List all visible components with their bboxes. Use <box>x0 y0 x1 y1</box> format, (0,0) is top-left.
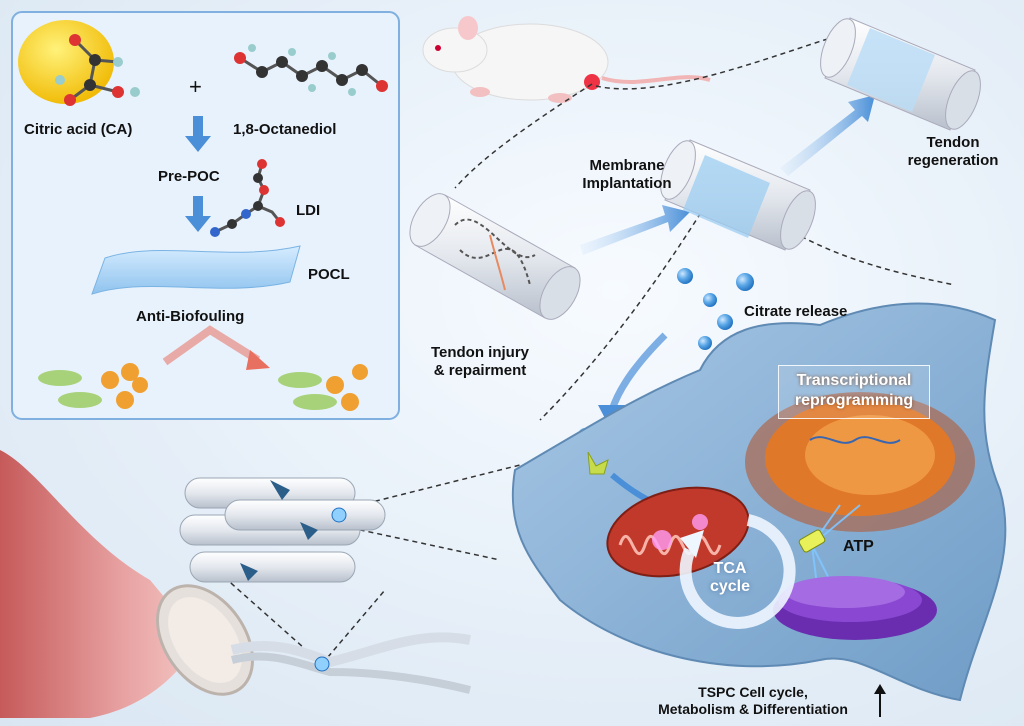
down-arrow-icon <box>185 116 211 232</box>
tca-cycle-arrow-icon <box>679 514 796 629</box>
citrate-release-label: Citrate release <box>744 303 848 320</box>
octanediol-molecule-icon <box>234 44 388 96</box>
synthesis-panel <box>11 11 400 420</box>
implanted-cylinder-icon <box>660 139 816 251</box>
citric-acid-label: Citric acid (CA) <box>24 121 133 138</box>
pocl-membrane-icon <box>91 245 301 295</box>
nucleus-icon <box>745 392 975 532</box>
tspc-outcome-label: TSPC Cell cycle, Metabolism & Differenti… <box>658 684 848 717</box>
ldi-label: LDI <box>296 202 321 219</box>
upregulation-arrow-icon <box>874 684 886 717</box>
membrane-implantation-label: Membrane Implantation <box>582 157 672 192</box>
anti-biofouling-arrow-icon <box>162 325 270 370</box>
anti-biofouling-label: Anti-Biofouling <box>136 308 245 325</box>
ldi-molecule-icon <box>210 159 285 237</box>
transcriptional-reprogramming-label: Transcriptional reprogramming <box>794 372 914 409</box>
tendon-regeneration-label: Tendon regeneration <box>907 134 999 169</box>
tca-cycle-label: TCA cycle <box>709 560 751 595</box>
atp-label: ATP <box>843 538 874 555</box>
rat-icon <box>422 16 711 103</box>
injured-tendon-cylinder-icon <box>409 193 581 320</box>
octanediol-label: 1,8-Octanediol <box>233 121 337 138</box>
tendon-injury-label: Tendon injury & repairment <box>430 344 530 379</box>
golgi-icon <box>773 576 937 640</box>
citric-acid-molecule-icon <box>55 34 140 106</box>
workflow-arrow-icon <box>580 95 875 255</box>
transcriptional-reprogramming-box: Transcriptional reprogramming <box>778 365 930 419</box>
plus-sign: + <box>189 74 202 99</box>
tendon-tissue-icon <box>0 450 471 718</box>
cells-proteins-icon <box>38 363 368 411</box>
regenerated-cylinder-icon <box>820 17 981 131</box>
atp-battery-icon <box>798 529 826 553</box>
tendon-fascicle-bundle-icon <box>179 477 386 583</box>
mitochondrion-icon <box>606 486 750 578</box>
pocl-label: POCL <box>308 266 350 283</box>
receptor-icon <box>587 451 609 475</box>
pre-poc-label: Pre-POC <box>158 168 220 185</box>
